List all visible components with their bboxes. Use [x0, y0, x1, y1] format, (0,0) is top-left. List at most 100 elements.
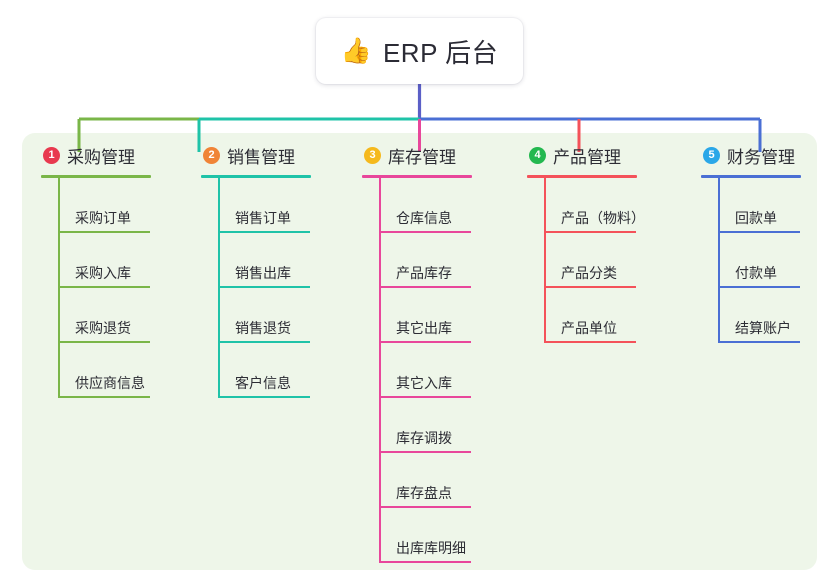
branch-item-list: 仓库信息产品库存其它出库其它入库库存调拨库存盘点出库库明细	[362, 178, 512, 563]
branch-header-2[interactable]: 2 销售管理	[201, 142, 351, 168]
thumbs-up-icon: 👍	[340, 36, 372, 65]
branch-spine-line	[379, 178, 381, 563]
branch-item-label: 仓库信息	[396, 210, 452, 226]
branch-item-label: 销售出库	[235, 265, 291, 281]
branch-item[interactable]: 销售订单	[218, 178, 351, 233]
branch-underline	[527, 175, 637, 178]
branch-column-5: 5 财务管理回款单付款单结算账户	[701, 142, 839, 343]
branch-item-underline	[379, 451, 471, 453]
branch-number-badge: 5	[703, 146, 720, 164]
root-title: ERP 后台	[382, 37, 499, 68]
branch-number-badge: 1	[43, 146, 60, 164]
branch-item-label: 付款单	[735, 265, 777, 281]
branch-number-badge: 2	[203, 146, 220, 164]
branch-item-list: 回款单付款单结算账户	[701, 178, 839, 343]
branch-number-badge: 4	[529, 146, 546, 164]
branch-item-underline	[544, 341, 636, 343]
branch-item[interactable]: 供应商信息	[58, 343, 191, 398]
branch-item-label: 出库库明细	[396, 540, 466, 556]
branch-item-label: 客户信息	[235, 375, 291, 391]
branch-header-5[interactable]: 5 财务管理	[701, 142, 839, 168]
branch-spine-line	[718, 178, 720, 343]
branch-item-label: 其它出库	[396, 320, 452, 336]
branch-item-label: 库存调拨	[396, 430, 452, 446]
branch-item-underline	[718, 286, 800, 288]
branch-item[interactable]: 销售出库	[218, 233, 351, 288]
branch-item-label: 采购退货	[75, 320, 131, 336]
branch-underline	[362, 175, 472, 178]
branch-item-label: 销售订单	[235, 210, 291, 226]
branch-item[interactable]: 回款单	[718, 178, 839, 233]
branch-spine-line	[544, 178, 546, 343]
branch-item[interactable]: 销售退货	[218, 288, 351, 343]
root-node[interactable]: 👍 ERP 后台	[316, 18, 523, 84]
branch-item-underline	[379, 286, 471, 288]
branch-item-underline	[58, 396, 150, 398]
branch-item-list: 采购订单采购入库采购退货供应商信息	[41, 178, 191, 398]
branch-item-underline	[379, 396, 471, 398]
branch-item[interactable]: 库存调拨	[379, 398, 512, 453]
branch-item[interactable]: 产品单位	[544, 288, 677, 343]
branch-item-label: 产品库存	[396, 265, 452, 281]
branch-item-label: 结算账户	[735, 320, 791, 336]
branch-item-underline	[58, 341, 150, 343]
branch-item-underline	[218, 396, 310, 398]
branch-spine-line	[218, 178, 220, 398]
branch-item-label: 采购订单	[75, 210, 131, 226]
branch-item[interactable]: 产品（物料）	[544, 178, 677, 233]
branch-item-label: 回款单	[735, 210, 777, 226]
branch-item-underline	[379, 231, 471, 233]
branches-panel	[22, 133, 817, 570]
branch-item-label: 产品单位	[561, 320, 617, 336]
branch-item[interactable]: 采购订单	[58, 178, 191, 233]
branch-item-underline	[218, 231, 310, 233]
branch-title: 库存管理	[388, 147, 456, 167]
branch-title: 财务管理	[727, 147, 795, 167]
branch-title: 采购管理	[67, 147, 135, 167]
branch-item[interactable]: 采购退货	[58, 288, 191, 343]
branch-item[interactable]: 仓库信息	[379, 178, 512, 233]
branch-item[interactable]: 产品分类	[544, 233, 677, 288]
branch-header-1[interactable]: 1 采购管理	[41, 142, 191, 168]
branch-item[interactable]: 客户信息	[218, 343, 351, 398]
branch-item-label: 库存盘点	[396, 485, 452, 501]
branch-item[interactable]: 付款单	[718, 233, 839, 288]
branch-item-underline	[718, 231, 800, 233]
branch-header-4[interactable]: 4 产品管理	[527, 142, 677, 168]
branch-item-underline	[218, 341, 310, 343]
branch-item-label: 产品分类	[561, 265, 617, 281]
branch-column-1: 1 采购管理采购订单采购入库采购退货供应商信息	[41, 142, 191, 398]
branch-item[interactable]: 采购入库	[58, 233, 191, 288]
branch-item-label: 其它入库	[396, 375, 452, 391]
branch-title: 产品管理	[553, 147, 621, 167]
branch-item-list: 销售订单销售出库销售退货客户信息	[201, 178, 351, 398]
branch-item-underline	[544, 286, 636, 288]
branch-item-label: 采购入库	[75, 265, 131, 281]
branch-item[interactable]: 库存盘点	[379, 453, 512, 508]
branch-item-underline	[718, 341, 800, 343]
branch-item-underline	[58, 231, 150, 233]
branch-item-underline	[379, 341, 471, 343]
branch-item-list: 产品（物料） 产品分类产品单位	[527, 178, 677, 343]
branch-title: 销售管理	[227, 147, 295, 167]
branch-item[interactable]: 其它入库	[379, 343, 512, 398]
branch-item-underline	[58, 286, 150, 288]
branch-item-underline	[544, 231, 636, 233]
branch-underline	[41, 175, 151, 178]
branch-item-underline	[379, 506, 471, 508]
branch-column-4: 4 产品管理产品（物料） 产品分类产品单位	[527, 142, 677, 343]
branch-column-2: 2 销售管理销售订单销售出库销售退货客户信息	[201, 142, 351, 398]
branch-item-label: 产品（物料）	[561, 210, 645, 226]
branch-item[interactable]: 结算账户	[718, 288, 839, 343]
branch-item[interactable]: 其它出库	[379, 288, 512, 343]
branch-item[interactable]: 产品库存	[379, 233, 512, 288]
branch-item-label: 供应商信息	[75, 375, 145, 391]
branch-underline	[701, 175, 801, 178]
branch-item-underline	[218, 286, 310, 288]
branch-item[interactable]: 出库库明细	[379, 508, 512, 563]
branch-item-underline	[379, 561, 471, 563]
branch-item-label: 销售退货	[235, 320, 291, 336]
